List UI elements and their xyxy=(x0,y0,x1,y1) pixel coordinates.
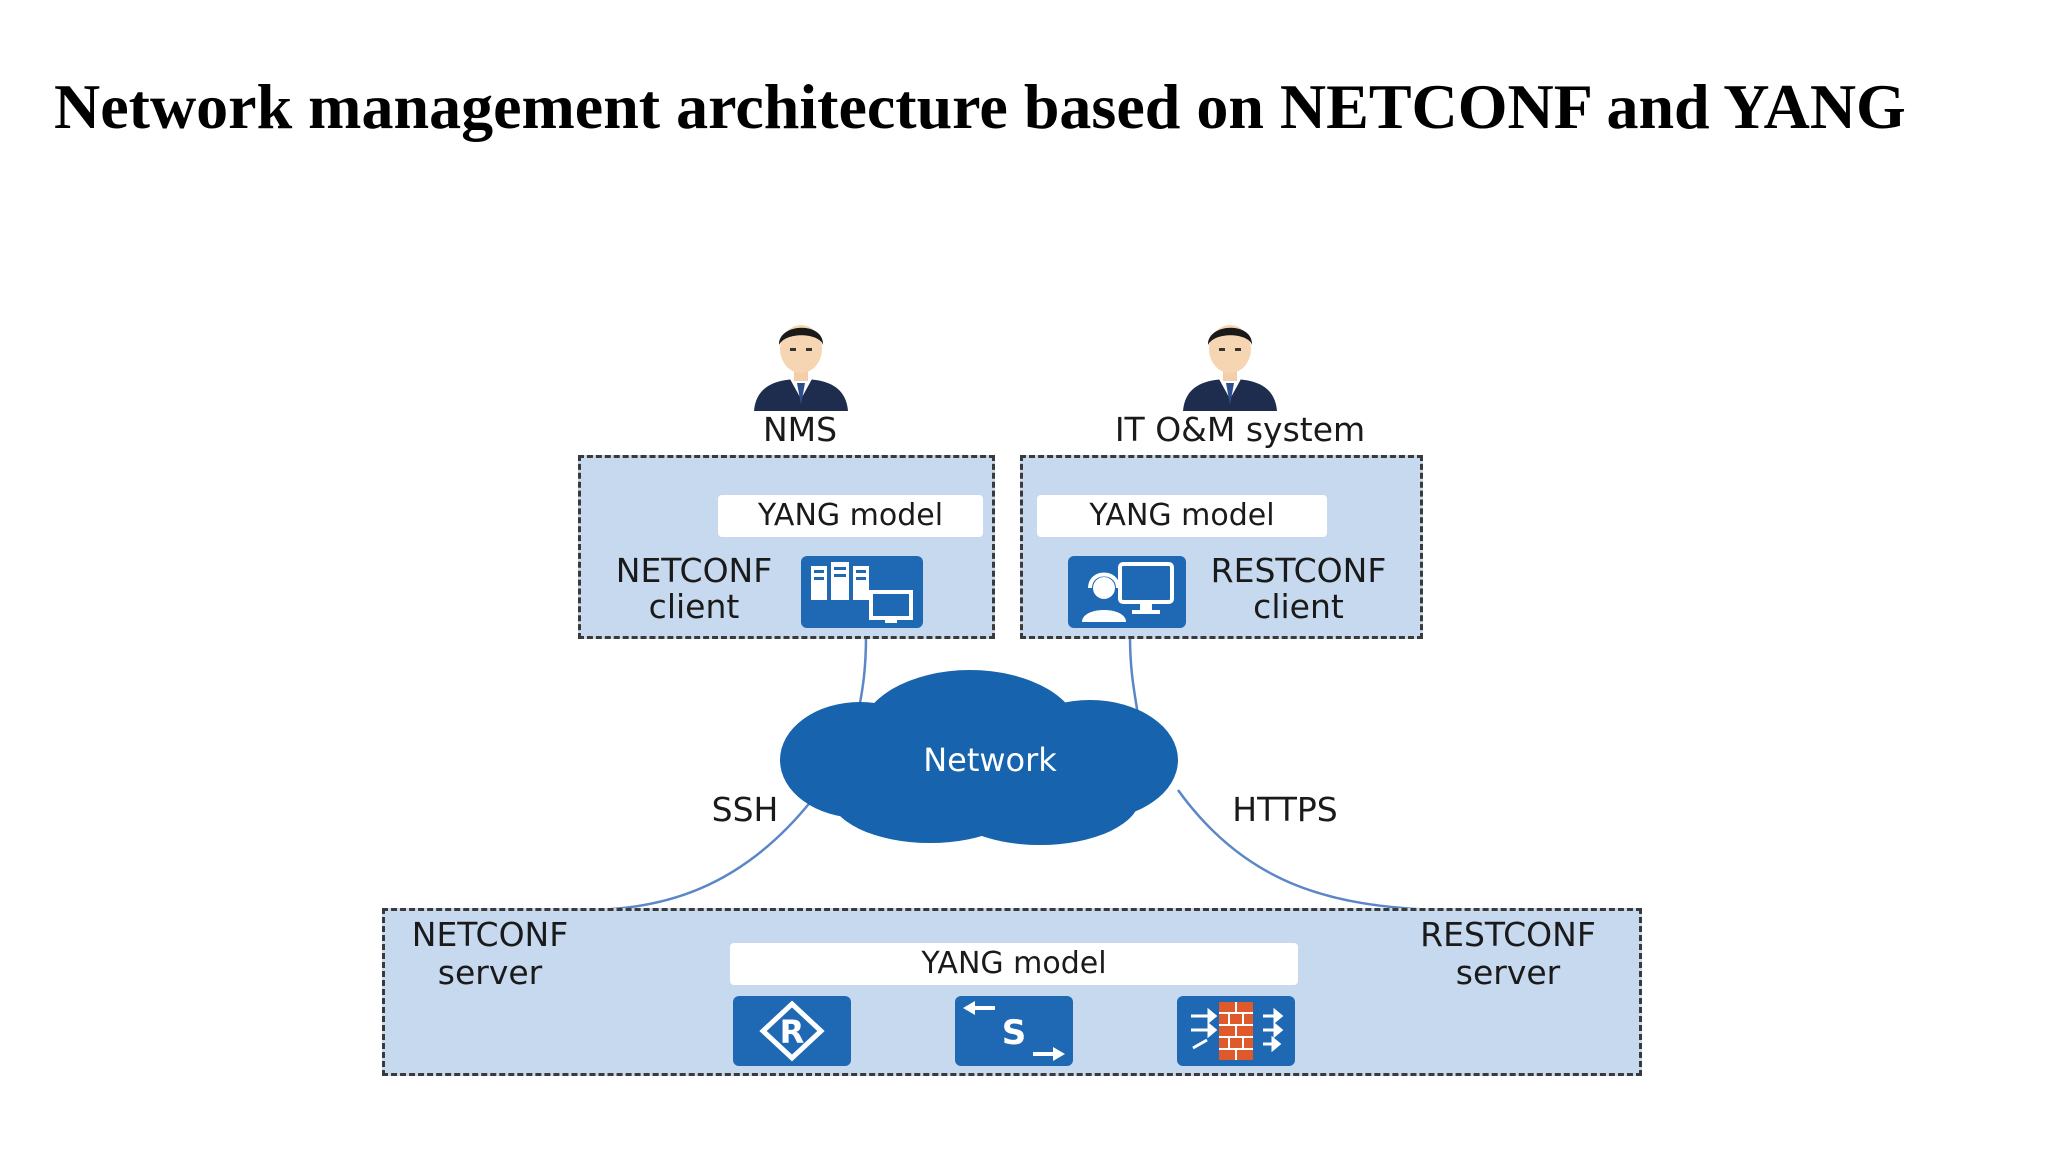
https-label: HTTPS xyxy=(1232,790,1338,829)
netconf-server-line1: NETCONF xyxy=(411,915,569,954)
restconf-server-line1: RESTCONF xyxy=(1420,915,1596,954)
restconf-server-line2: server xyxy=(1455,953,1561,992)
server-yang-model: YANG model xyxy=(730,943,1298,985)
netconf-client-yang-model: YANG model xyxy=(718,495,983,537)
ssh-label: SSH xyxy=(711,790,779,829)
cloud-icon xyxy=(780,670,1178,845)
operator-headset-icon xyxy=(1068,556,1186,628)
netconf-client-line1: NETCONF xyxy=(615,551,773,590)
it-om-system-label: IT O&M system xyxy=(1114,410,1366,449)
network-label: Network xyxy=(923,741,1057,779)
router-icon: R xyxy=(733,996,851,1066)
servers-monitor-icon xyxy=(801,556,923,628)
restconf-client-line1: RESTCONF xyxy=(1210,551,1387,590)
svg-text:R: R xyxy=(780,1013,805,1051)
it-om-user-icon xyxy=(1183,325,1277,411)
nms-user-icon xyxy=(754,325,848,411)
netconf-client-box: YANG model NETCONF client xyxy=(578,455,995,639)
restconf-client-line2: client xyxy=(1253,587,1344,626)
server-box: NETCONF server RESTCONF server YANG mode… xyxy=(382,908,1642,1076)
restconf-client-box: YANG model RESTCONF client xyxy=(1020,455,1423,639)
https-link xyxy=(1176,789,1431,912)
netconf-server-line2: server xyxy=(437,953,543,992)
firewall-icon xyxy=(1177,996,1295,1066)
svg-text:S: S xyxy=(1002,1013,1027,1053)
switch-icon: S xyxy=(955,996,1073,1066)
diagram-title: Network management architecture based on… xyxy=(54,71,1906,142)
it-to-network-link xyxy=(1128,635,1140,716)
restconf-client-yang-model: YANG model xyxy=(1037,495,1327,537)
nms-label: NMS xyxy=(762,410,838,449)
netconf-client-line2: client xyxy=(648,587,740,626)
